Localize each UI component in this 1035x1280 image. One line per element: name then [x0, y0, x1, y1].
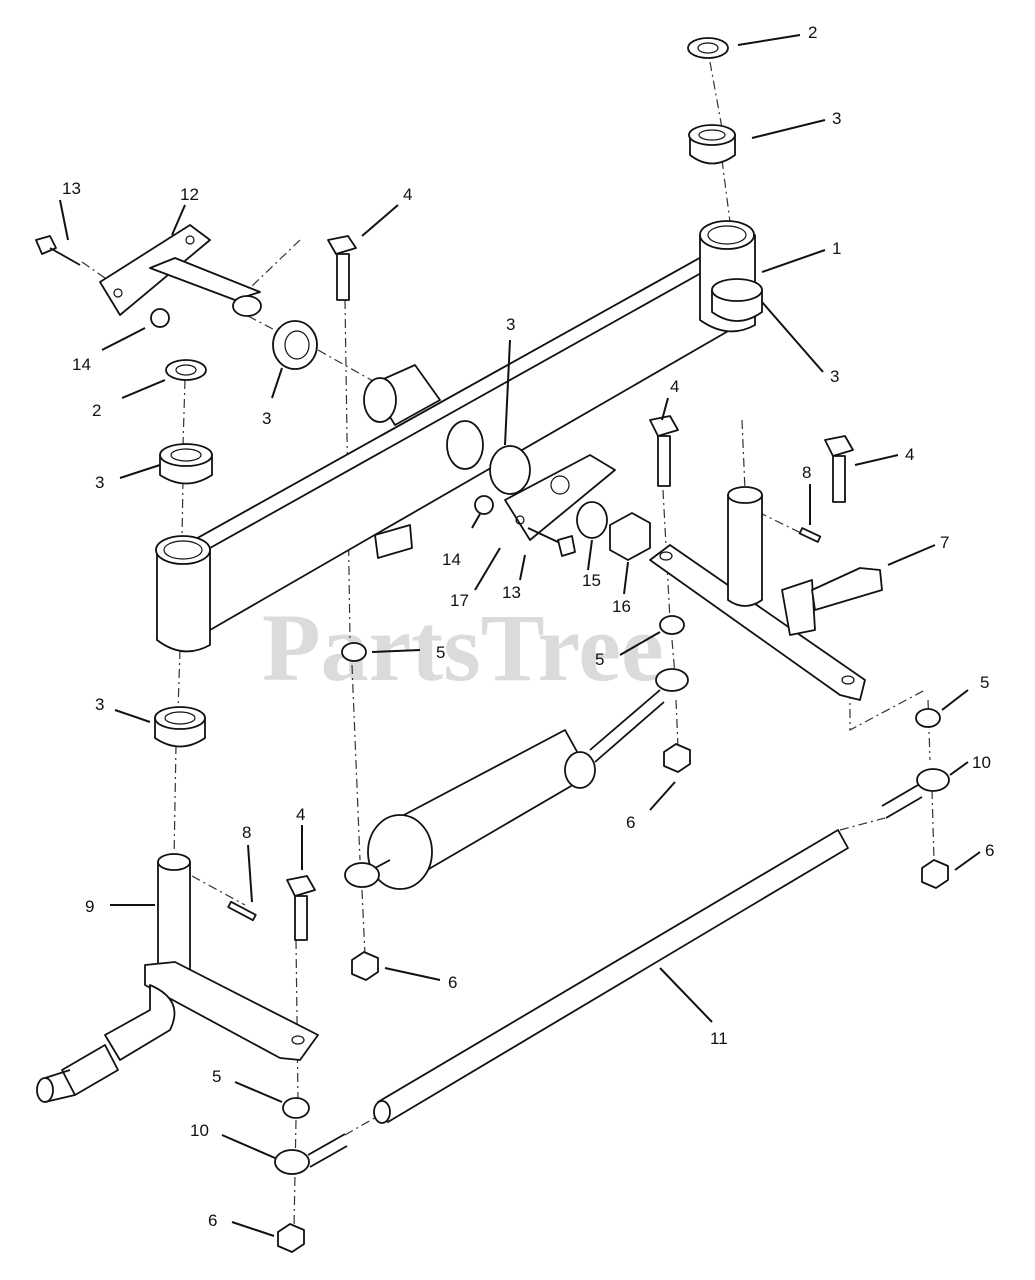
- callout: 4: [296, 805, 305, 824]
- callout: 3: [262, 409, 271, 428]
- callout: 3: [506, 315, 515, 334]
- right-spindle: [649, 486, 883, 701]
- callout: 6: [626, 813, 635, 832]
- callout: 14: [442, 550, 461, 569]
- nut-left: [150, 308, 170, 328]
- steering-plate: [504, 454, 616, 541]
- callout: 8: [802, 463, 811, 482]
- pin-right: [798, 527, 822, 543]
- watermark-text: PartsTree: [262, 594, 664, 701]
- callout: 3: [832, 109, 841, 128]
- bolts-4: [286, 235, 854, 941]
- callout: 3: [95, 473, 104, 492]
- bushings: [154, 37, 763, 748]
- pin-left: [227, 900, 257, 922]
- callout: 2: [92, 401, 101, 420]
- callout: 10: [190, 1121, 209, 1140]
- bolt-center: [527, 527, 576, 557]
- callout: 13: [62, 179, 81, 198]
- callout: 15: [582, 571, 601, 590]
- callout: 3: [830, 367, 839, 386]
- bolt-left: [35, 235, 81, 266]
- nuts-6: [277, 743, 949, 1253]
- washers-5: [282, 615, 941, 1119]
- callout: 4: [905, 445, 914, 464]
- callout: 4: [403, 185, 412, 204]
- steering-cylinder: [344, 668, 689, 890]
- callout: 16: [612, 597, 631, 616]
- callout: 17: [450, 591, 469, 610]
- callout: 10: [972, 753, 991, 772]
- callout: 9: [85, 897, 94, 916]
- tie-rod: [274, 768, 950, 1175]
- callout: 3: [95, 695, 104, 714]
- callout: 12: [180, 185, 199, 204]
- axle-beam: [155, 220, 756, 653]
- callout: 1: [832, 239, 841, 258]
- callout: 5: [212, 1067, 221, 1086]
- nut-16: [609, 512, 651, 561]
- callout: 6: [208, 1211, 217, 1230]
- washer-15: [576, 501, 608, 539]
- callout: 11: [710, 1029, 728, 1048]
- callout: 5: [436, 643, 445, 662]
- callout: 5: [980, 673, 989, 692]
- callout: 7: [940, 533, 949, 552]
- callout: 14: [72, 355, 91, 374]
- callout: 6: [448, 973, 457, 992]
- callout: 6: [985, 841, 994, 860]
- callout: 8: [242, 823, 251, 842]
- callout-labels: 2 3 1 4 13 12 14 2 3 3 3 3 4 4 8 7 14 17…: [62, 23, 994, 1230]
- callout: 4: [670, 377, 679, 396]
- callout: 2: [808, 23, 817, 42]
- nut-center: [474, 495, 494, 515]
- leader-lines: [59, 34, 981, 1237]
- pivot-bracket: [99, 224, 262, 317]
- left-spindle: [36, 853, 319, 1103]
- callout: 5: [595, 650, 604, 669]
- callout: 13: [502, 583, 521, 602]
